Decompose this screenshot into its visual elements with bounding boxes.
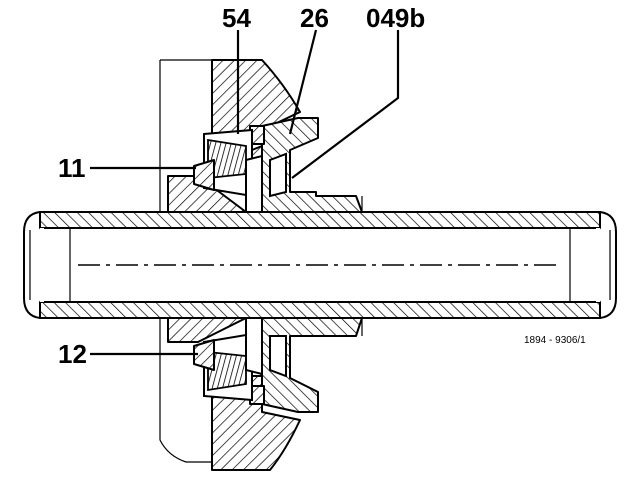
leader-lines xyxy=(90,29,400,356)
callout-54: 54 xyxy=(222,3,251,33)
callout-12: 12 xyxy=(58,339,87,369)
roller-bearing-upper xyxy=(193,128,263,213)
flange-lower xyxy=(255,317,363,413)
roller-bearing-lower xyxy=(193,317,263,402)
callout-26: 26 xyxy=(300,3,329,33)
callout-11: 11 xyxy=(58,153,86,183)
drawing-reference-number: 1894 - 9306/1 xyxy=(524,335,586,346)
callout-049b: 049b xyxy=(366,3,425,33)
shaft xyxy=(23,196,617,336)
